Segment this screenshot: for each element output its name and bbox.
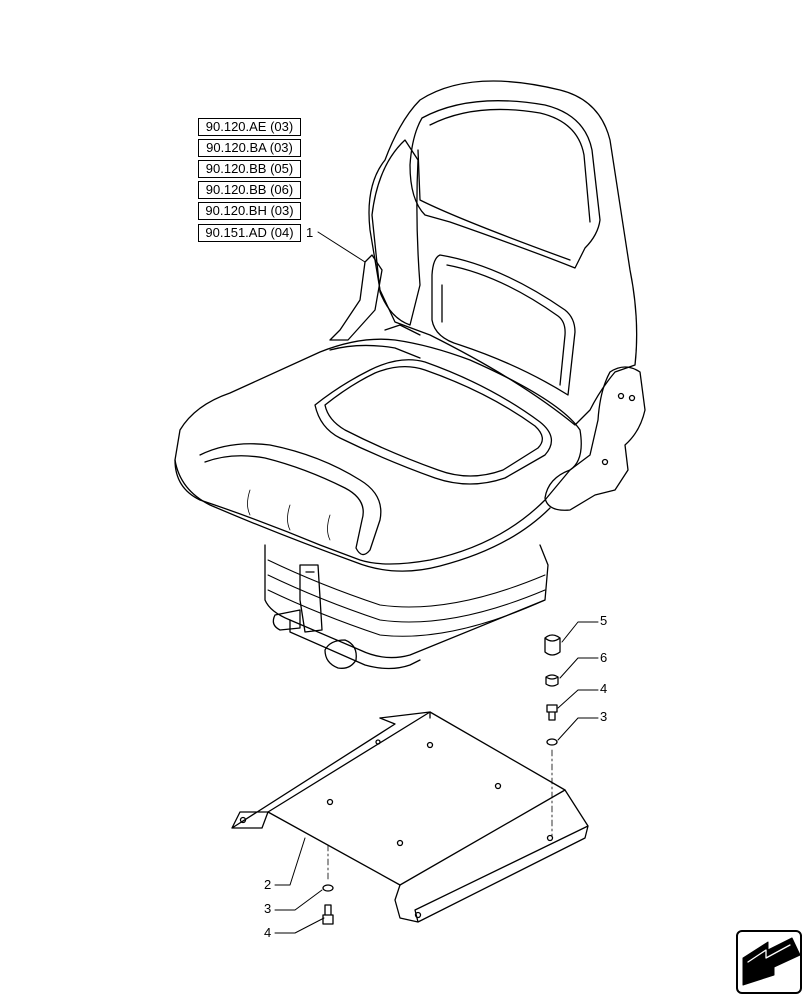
callout-plate: 2 (264, 877, 272, 892)
seat-bolster-seam (199, 443, 382, 556)
seat-texture (247, 489, 331, 541)
callout-washer-top: 3 (600, 709, 608, 724)
bolt-part-4-top (546, 704, 558, 721)
washer-part-3-bottom (322, 884, 334, 892)
cap-part-5 (544, 634, 561, 656)
fasteners-bottom (322, 844, 334, 925)
adjust-knob (324, 639, 357, 669)
reference-link-6[interactable]: 90.151.AD (04) (198, 224, 301, 242)
leader-3-top (557, 717, 599, 741)
plate-top-face (267, 711, 566, 886)
plate-hole (546, 834, 554, 842)
reference-link-5[interactable]: 90.120.BH (03) (198, 202, 301, 220)
plate-hole (426, 741, 434, 749)
plate-hole (239, 816, 247, 824)
plate-rear-flange (379, 711, 431, 719)
backrest-lever-left (329, 254, 383, 341)
seat-cushion-outer (174, 338, 582, 565)
callout-spacer: 6 (600, 650, 608, 665)
next-page-button[interactable] (736, 930, 802, 994)
backrest-outer (368, 80, 638, 426)
reference-link-3[interactable]: 90.120.BB (05) (198, 160, 301, 178)
seat-cushion-front-edge (174, 459, 551, 572)
reference-link-1[interactable]: 90.120.AE (03) (198, 118, 301, 136)
callout-bolt-bottom: 4 (264, 925, 272, 940)
reference-link-2[interactable]: 90.120.BA (03) (198, 139, 301, 157)
plate-hole (396, 839, 404, 847)
washer-part-3-top (546, 738, 558, 746)
suspension-bellows (267, 559, 546, 637)
callout-washer-bottom: 3 (264, 901, 272, 916)
hinge-hole (617, 392, 625, 400)
backrest-bolster-left (371, 139, 421, 326)
backrest-top-pad (409, 100, 601, 269)
leader-3-bottom (274, 889, 323, 911)
adjust-handle (299, 564, 323, 633)
backrest-lumbar-pad (431, 254, 576, 396)
hinge-hole (628, 394, 636, 402)
spacer-part-6 (545, 674, 559, 687)
plate-right-flange (394, 789, 589, 923)
plate-hole (375, 739, 381, 745)
leader-4-top (557, 689, 599, 709)
hinge-hole (601, 458, 609, 466)
backrest-top-pad-seam (417, 108, 591, 261)
seat-rear-seam (329, 324, 421, 359)
backrest-hinge-right (544, 366, 646, 511)
plate-hole (414, 911, 422, 919)
suspension-bottom (289, 619, 421, 670)
mounting-plate (231, 711, 589, 923)
leader-5 (561, 621, 599, 643)
callout-seat: 1 (306, 225, 314, 240)
callout-cap: 5 (600, 613, 608, 628)
plate-hole (326, 798, 334, 806)
bolt-part-4-bottom (322, 904, 334, 925)
reference-link-4[interactable]: 90.120.BB (06) (198, 181, 301, 199)
leader-2 (274, 837, 306, 886)
lever (272, 609, 301, 631)
seat-center-pad (314, 359, 552, 485)
suspension-base (264, 544, 549, 659)
fasteners-right (544, 634, 561, 837)
plate-hole (494, 782, 502, 790)
leader-lines (274, 231, 599, 934)
leader-1 (317, 231, 366, 263)
backrest-lumbar-seam (441, 264, 566, 386)
seat-center-pad-seam (324, 366, 543, 477)
plate-left-flange (231, 717, 396, 829)
leader-4-bottom (274, 917, 325, 934)
leader-6 (559, 657, 599, 679)
callout-bolt-top: 4 (600, 681, 608, 696)
